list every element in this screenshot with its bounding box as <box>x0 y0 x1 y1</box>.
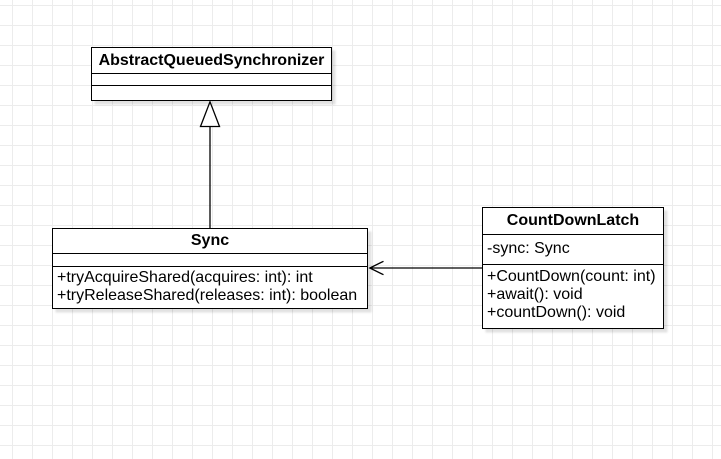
method-entry[interactable]: +CountDown(count: int) <box>487 268 656 285</box>
method-entry[interactable]: +tryReleaseShared(releases: int): boolea… <box>57 287 358 304</box>
attribute-entry[interactable]: -sync: Sync <box>487 240 570 257</box>
class-methods-compartment[interactable]: +tryAcquireShared(acquires: int): int +t… <box>53 266 367 308</box>
hollow-triangle-arrowhead <box>199 99 221 128</box>
class-title: Sync <box>190 232 230 249</box>
class-abstractqueuedsynchronizer[interactable]: AbstractQueuedSynchronizer <box>91 47 332 101</box>
class-title: AbstractQueuedSynchronizer <box>98 51 325 69</box>
generalization-arrow-sync-to-abstractqueuedsynchronizer[interactable] <box>199 99 221 228</box>
method-entry[interactable]: +countDown(): void <box>487 304 626 321</box>
class-attributes-compartment[interactable]: -sync: Sync <box>483 234 663 264</box>
class-attributes-compartment[interactable] <box>53 253 367 266</box>
class-title: CountDownLatch <box>506 212 640 229</box>
method-entry[interactable]: +await(): void <box>487 286 583 303</box>
association-arrow-countdownlatch-to-sync[interactable] <box>368 260 482 276</box>
method-entry[interactable]: +tryAcquireShared(acquires: int): int <box>57 269 313 286</box>
class-attributes-compartment[interactable] <box>92 73 331 85</box>
class-sync[interactable]: Sync +tryAcquireShared(acquires: int): i… <box>52 228 368 309</box>
class-methods-compartment[interactable] <box>92 85 331 100</box>
class-methods-compartment[interactable]: +CountDown(count: int) +await(): void +c… <box>483 264 663 328</box>
class-countdownlatch[interactable]: CountDownLatch -sync: Sync +CountDown(co… <box>482 207 664 329</box>
open-arrowhead <box>368 260 384 276</box>
